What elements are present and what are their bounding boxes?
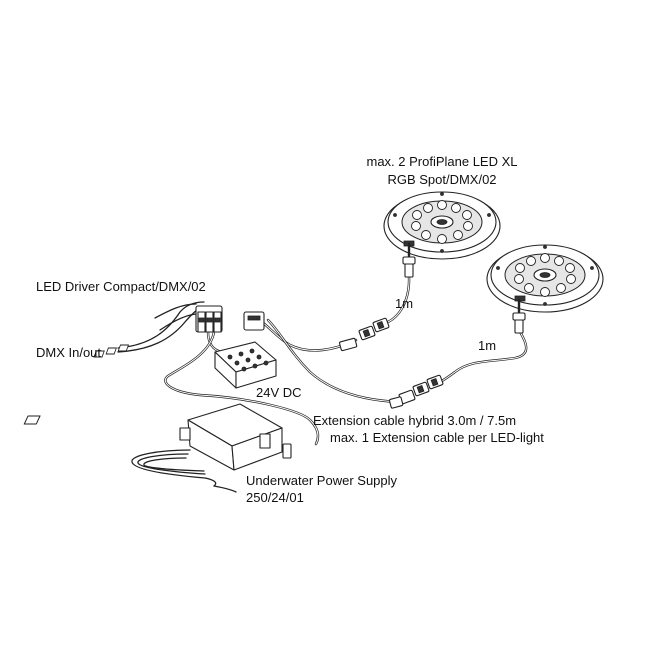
psu-line2: 250/24/01: [246, 490, 304, 505]
led-driver-unit: [195, 305, 265, 333]
led-light-right: [486, 244, 604, 313]
light-title-line1: max. 2 ProfiPlane LED XL: [366, 154, 518, 169]
driver-label: LED Driver Compact/DMX/02: [36, 279, 206, 294]
connectors: [339, 256, 526, 409]
cables: [117, 242, 528, 493]
dmx-label: DMX In/out: [36, 345, 102, 360]
extension-line1: Extension cable hybrid 3.0m / 7.5m: [313, 413, 517, 428]
psu-line1: Underwater Power Supply: [246, 473, 398, 488]
cable-length-right: 1m: [478, 338, 497, 353]
led-light-upper: [383, 191, 501, 260]
light-title-line2: RGB Spot/DMX/02: [387, 172, 497, 187]
dc-distribution-block: [93, 341, 277, 389]
extension-line2: max. 1 Extension cable per LED-light: [330, 430, 544, 445]
cable-length-top: 1m: [395, 296, 414, 311]
power-supply-unit: [23, 403, 292, 471]
voltage-label: 24V DC: [256, 385, 302, 400]
